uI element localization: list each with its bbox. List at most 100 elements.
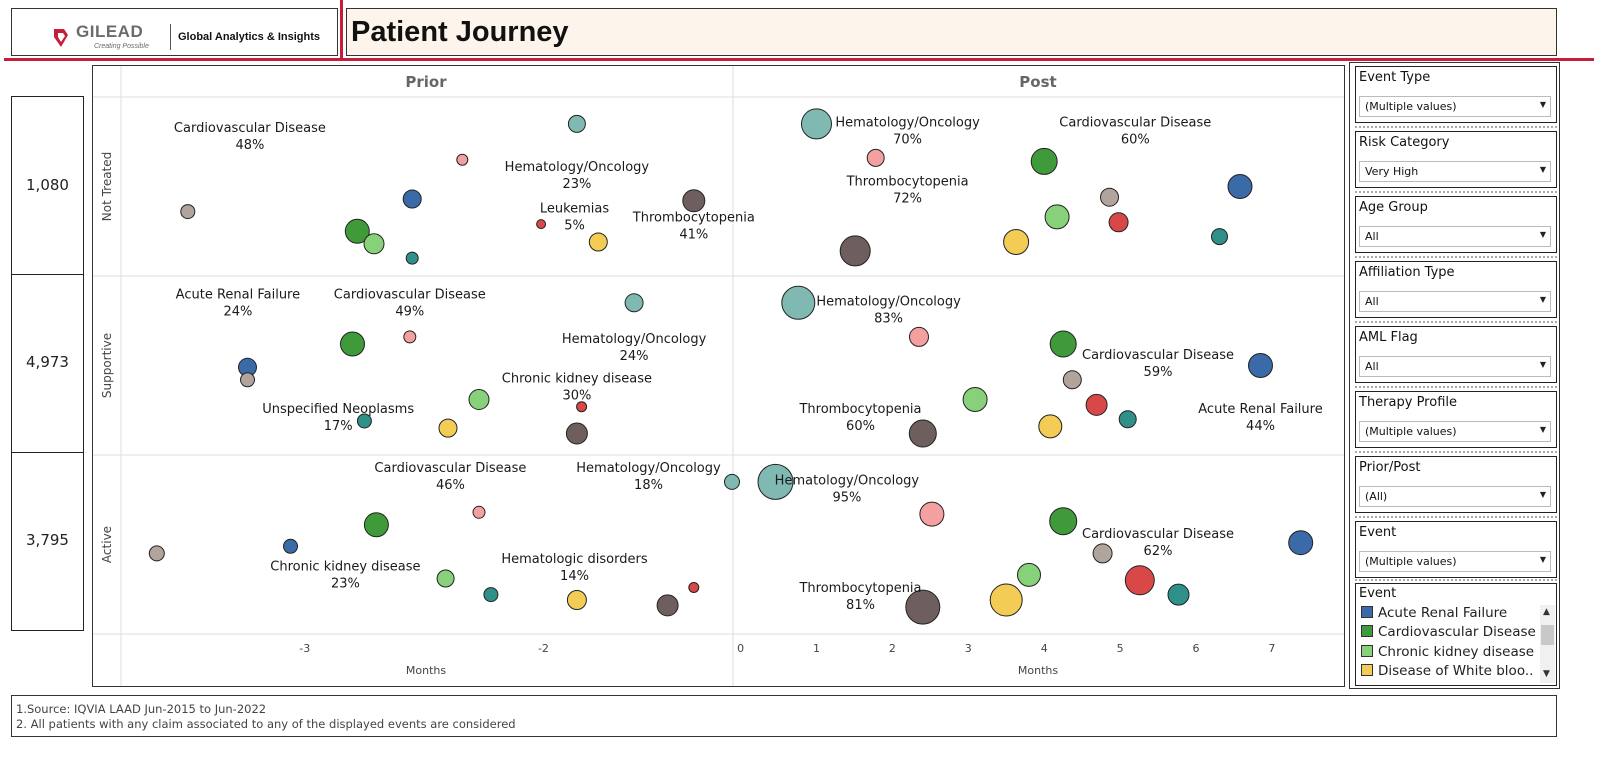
data-label-name: Leukemias	[540, 201, 610, 216]
x-tick-label: 1	[813, 642, 820, 655]
event-dropdown[interactable]: (Multiple values) ▼	[1359, 551, 1551, 572]
x-tick-label: 3	[965, 642, 972, 655]
data-bubble	[1118, 410, 1137, 429]
x-axis-title: Months	[1018, 664, 1058, 677]
data-bubble	[438, 418, 458, 438]
data-label-percent: 49%	[395, 304, 424, 319]
data-bubble	[1108, 212, 1129, 233]
data-bubble	[757, 463, 794, 500]
filter-separator	[1355, 191, 1557, 193]
dropdown-value: (All)	[1365, 490, 1388, 503]
legend-item[interactable]: Disease of White bloo..	[1361, 663, 1533, 679]
dropdown-value: (Multiple values)	[1365, 425, 1457, 438]
data-label-percent: 83%	[874, 312, 903, 327]
dropdown-value: All	[1365, 295, 1379, 308]
data-label-percent: 41%	[679, 227, 708, 242]
x-tick-label: 4	[1041, 642, 1048, 655]
therapy-profile-dropdown[interactable]: (Multiple values) ▼	[1359, 421, 1551, 442]
data-bubble	[403, 330, 417, 344]
logo-text: GILEAD	[76, 22, 144, 41]
data-bubble	[148, 545, 165, 562]
data-bubble	[724, 473, 740, 490]
scrollbar-thumb[interactable]	[1541, 625, 1554, 645]
filter-prior-post: Prior/Post (All) ▼	[1355, 456, 1557, 513]
data-bubble	[1227, 174, 1253, 199]
data-bubble	[567, 114, 586, 133]
filter-title: Therapy Profile	[1359, 395, 1457, 410]
data-label-percent: 14%	[560, 569, 589, 584]
filter-separator	[1355, 451, 1557, 453]
row-label: Not Treated	[100, 152, 114, 222]
filter-title: Age Group	[1359, 200, 1428, 215]
data-label-name: Chronic kidney disease	[270, 559, 420, 574]
data-label-name: Cardiovascular Disease	[374, 461, 526, 476]
data-bubble	[363, 512, 389, 538]
legend-item[interactable]: Acute Renal Failure	[1361, 605, 1507, 621]
legend-item[interactable]: Chronic kidney disease	[1361, 644, 1534, 660]
footnote-source: 1.Source: IQVIA LAAD Jun-2015 to Jun-202…	[16, 702, 267, 716]
x-tick-label: 7	[1268, 642, 1275, 655]
count-active: 3,795	[26, 531, 69, 549]
dropdown-arrow-icon: ▼	[1539, 165, 1546, 174]
dropdown-arrow-icon: ▼	[1539, 555, 1546, 564]
row-label: Active	[100, 526, 114, 563]
data-bubble	[340, 331, 365, 357]
dropdown-value: All	[1365, 230, 1379, 243]
data-bubble	[908, 419, 937, 448]
legend-item[interactable]: Cardiovascular Disease	[1361, 624, 1536, 640]
event-type-dropdown[interactable]: (Multiple values) ▼	[1359, 96, 1551, 117]
filter-therapy-profile: Therapy Profile (Multiple values) ▼	[1355, 391, 1557, 448]
page-title: Patient Journey	[351, 16, 569, 48]
data-bubble	[565, 422, 588, 445]
data-label-percent: 46%	[436, 478, 465, 493]
data-bubble	[1288, 530, 1314, 556]
x-tick-label: 5	[1117, 642, 1124, 655]
data-bubble	[688, 582, 700, 593]
data-label-percent: 59%	[1144, 365, 1173, 380]
data-bubble	[283, 538, 298, 554]
dropdown-arrow-icon: ▼	[1539, 425, 1546, 434]
data-bubble	[1124, 565, 1155, 596]
filter-title: Affiliation Type	[1359, 265, 1455, 280]
count-divider	[12, 274, 83, 275]
x-axis-title: Months	[406, 664, 446, 677]
scroll-up-icon[interactable]: ▲	[1543, 607, 1550, 617]
data-label-name: Hematology/Oncology	[816, 295, 961, 310]
data-label-percent: 30%	[562, 388, 591, 403]
count-supportive: 4,973	[26, 353, 69, 371]
affiliation-type-dropdown[interactable]: All ▼	[1359, 291, 1551, 312]
risk-category-dropdown[interactable]: Very High ▼	[1359, 161, 1551, 182]
data-bubble	[905, 589, 941, 625]
data-label-percent: 24%	[223, 304, 252, 319]
data-label-percent: 60%	[846, 419, 875, 434]
age-group-dropdown[interactable]: All ▼	[1359, 226, 1551, 247]
data-bubble	[1030, 147, 1058, 175]
gilead-logo-icon	[54, 29, 68, 47]
data-bubble	[909, 326, 929, 347]
legend-label: Cardiovascular Disease	[1378, 624, 1536, 640]
filter-title: Event	[1359, 525, 1397, 540]
aml-flag-dropdown[interactable]: All ▼	[1359, 356, 1551, 377]
legend-swatch	[1361, 625, 1373, 637]
x-tick-label: 6	[1192, 642, 1199, 655]
scroll-down-icon[interactable]: ▼	[1543, 669, 1550, 679]
filter-title: Event Type	[1359, 70, 1431, 85]
legend-label: Disease of White bloo..	[1378, 663, 1534, 679]
filter-affiliation-type: Affiliation Type All ▼	[1355, 261, 1557, 318]
data-bubble	[1049, 330, 1077, 358]
prior-post-dropdown[interactable]: (All) ▼	[1359, 486, 1551, 507]
data-label-name: Cardiovascular Disease	[1082, 348, 1234, 363]
data-bubble	[468, 389, 490, 410]
data-label-percent: 81%	[846, 598, 875, 613]
filter-title: AML Flag	[1359, 330, 1418, 345]
data-bubble	[1044, 204, 1070, 230]
data-bubble	[180, 204, 196, 220]
legend-scrollbar[interactable]: ▲ ▼	[1540, 605, 1555, 683]
header-accent-horizontal	[4, 58, 1594, 61]
header-accent-vertical	[340, 0, 343, 60]
logo-divider	[170, 24, 171, 50]
data-bubble	[240, 372, 255, 388]
dropdown-arrow-icon: ▼	[1539, 295, 1546, 304]
